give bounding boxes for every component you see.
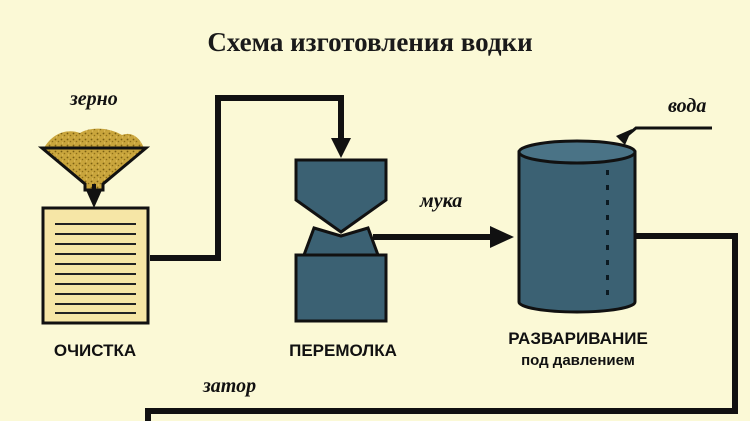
vessel-rivets (606, 170, 609, 295)
arrow-into-cleaner (86, 190, 102, 208)
flow-label-water: вода (668, 95, 706, 117)
mill-upper-hopper (294, 158, 388, 234)
grain-hopper (37, 128, 151, 195)
cleaner-box (41, 206, 150, 325)
pipe-cleaner-to-mill (150, 95, 344, 261)
vessel-top (517, 139, 637, 165)
arrow-water (616, 129, 632, 145)
vessel-body (517, 150, 637, 314)
pipe-lines (145, 95, 738, 421)
stage-label-cooking: РАЗВАРИВАНИЕ (508, 329, 648, 348)
mill (294, 158, 388, 323)
stage-label-cleaning: ОЧИСТКА (54, 341, 136, 360)
arrow-flour (490, 226, 514, 248)
stage-label-milling: ПЕРЕМОЛКА (289, 341, 397, 360)
cooking-vessel (517, 139, 637, 314)
pipe-water (623, 126, 712, 140)
diagram-title: Схема изготовления водки (207, 27, 532, 57)
cleaner-sieve-lines (55, 223, 136, 314)
arrowheads (86, 129, 632, 248)
flow-label-flour: мука (419, 190, 462, 212)
cleaner-body (41, 206, 150, 325)
pipe-mash (145, 233, 738, 421)
grain-pile (44, 128, 144, 148)
stage-label-cooking-sub: под давлением (521, 352, 635, 369)
mill-rollers (301, 226, 381, 257)
flow-label-mash: затор (202, 375, 256, 397)
arrow-into-mill (331, 138, 351, 158)
hopper-funnel (37, 146, 151, 192)
flow-label-grain: зерно (69, 88, 118, 110)
mill-base (294, 253, 388, 323)
